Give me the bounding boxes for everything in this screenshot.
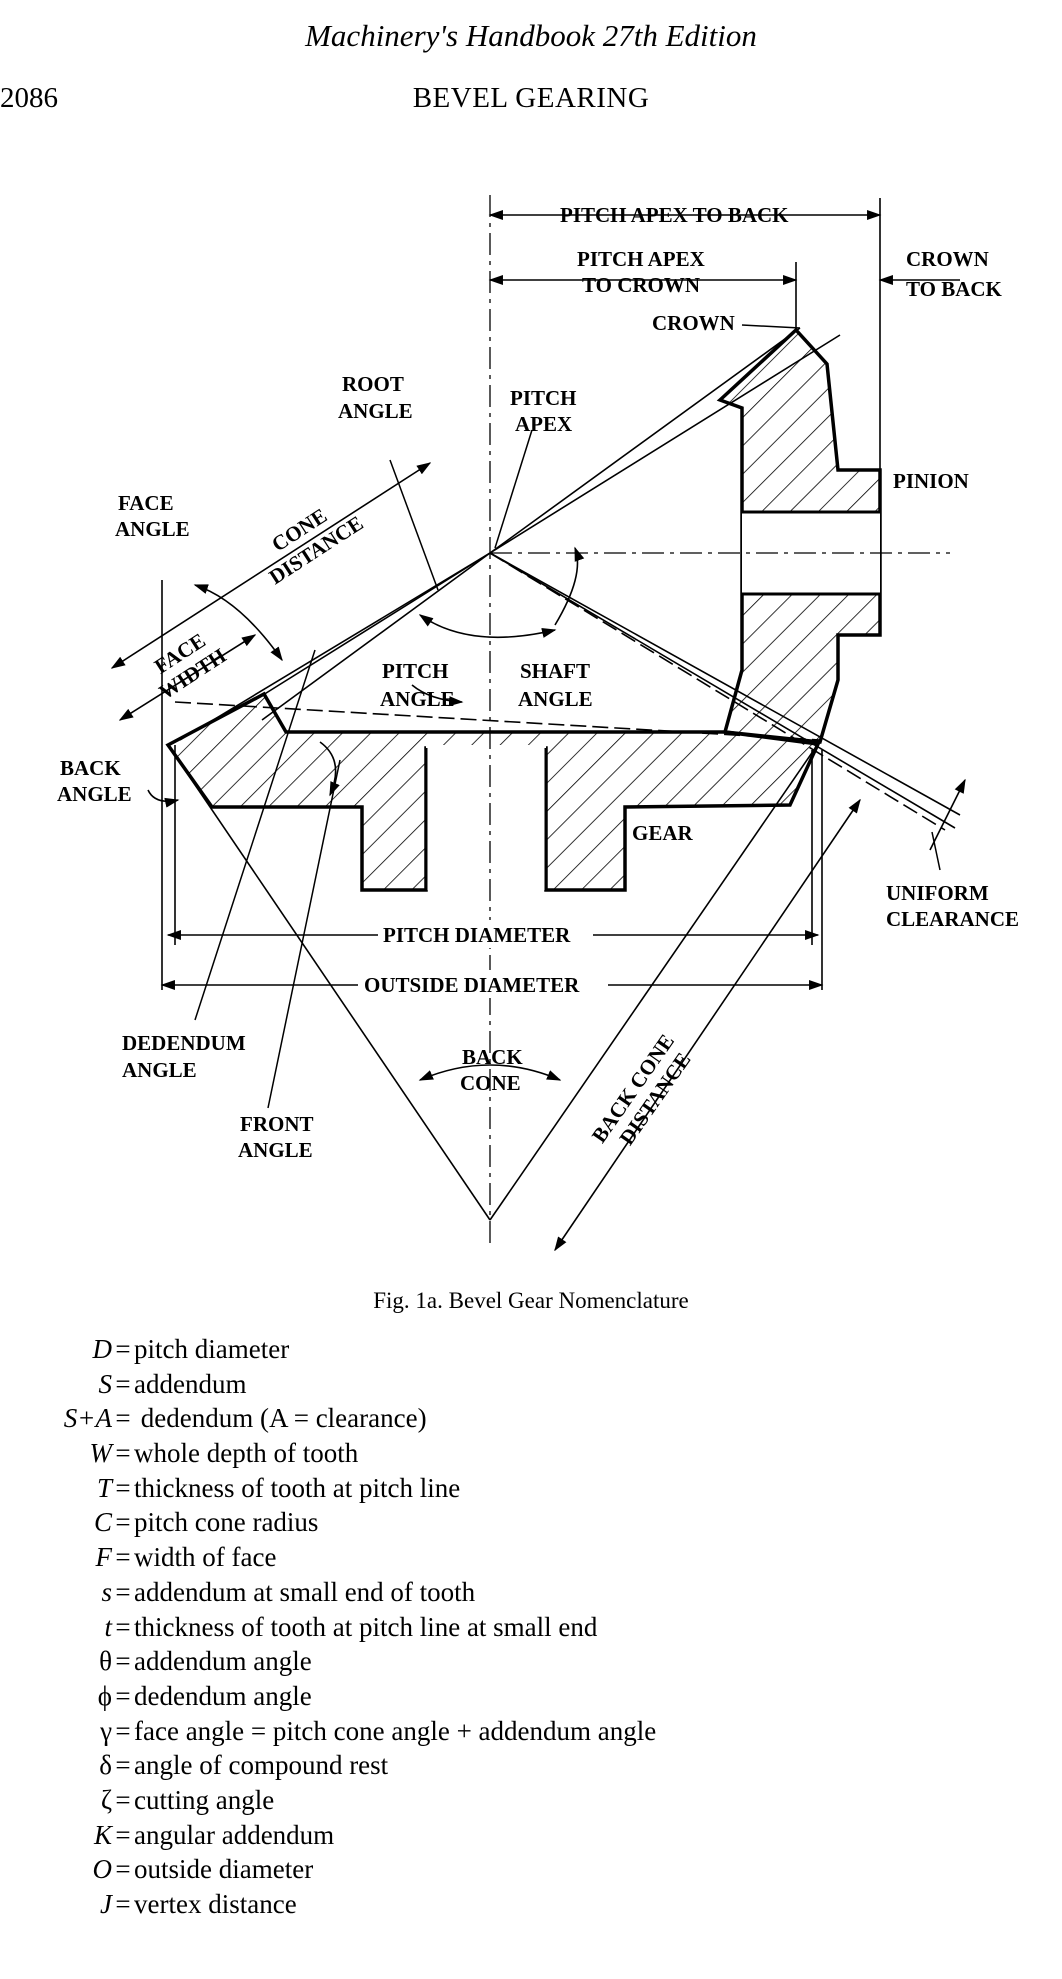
legend-definition: thickness of tooth at pitch line (134, 1472, 461, 1503)
label-front-angle-1: FRONT (240, 1112, 314, 1136)
label-face-angle-2: ANGLE (115, 517, 190, 541)
label-pitch-angle-1: PITCH (382, 659, 449, 683)
page-number: 2086 (0, 82, 58, 114)
label-back-cone-1: BACK (462, 1045, 523, 1069)
label-shaft-angle-2: ANGLE (518, 687, 593, 711)
label-pitch-apex-to-crown-2: TO CROWN (582, 273, 700, 297)
label-crown: CROWN (652, 311, 735, 335)
label-gear: GEAR (632, 821, 694, 845)
legend-symbol: θ (99, 1646, 112, 1677)
label-pitch-apex-to-crown-1: PITCH APEX (577, 247, 705, 271)
legend-symbol: T (96, 1472, 112, 1503)
legend-item: t=thickness of tooth at pitch line at sm… (0, 1610, 1062, 1645)
leader-lines (194, 324, 941, 1109)
legend-definition: vertex distance (134, 1889, 297, 1919)
legend-definition: dedendum angle (134, 1680, 312, 1711)
label-pitch-apex-to-back: PITCH APEX TO BACK (560, 203, 789, 227)
center-lines (489, 195, 950, 1245)
legend-definition: pitch cone radius (134, 1507, 319, 1538)
legend-definition: addendum angle (134, 1646, 312, 1677)
legend-item: K=angular addendum (0, 1818, 1062, 1853)
legend-symbol: O (92, 1854, 113, 1885)
label-uniform-clearance-2: CLEARANCE (886, 907, 1019, 931)
legend-symbol: ϕ (97, 1680, 112, 1711)
legend-symbol: δ (99, 1750, 112, 1781)
legend-item: J=vertex distance (0, 1887, 1062, 1922)
label-root-angle-1: ROOT (342, 372, 404, 396)
label-uniform-clearance-1: UNIFORM (886, 881, 989, 905)
label-pinion: PINION (893, 469, 969, 493)
figure-caption: Fig. 1a. Bevel Gear Nomenclature (373, 1288, 689, 1313)
legend-definition: angular addendum (134, 1819, 335, 1850)
legend-definition: dedendum (A = clearance) (134, 1403, 427, 1434)
legend-item: F=width of face (0, 1540, 1062, 1575)
symbol-legend: D=pitch diameter S=addendum S+A= dedendu… (0, 1332, 1062, 1922)
bevel-gear-nomenclature-figure: PITCH APEX TO BACK PITCH APEX TO CROWN C… (57, 195, 1019, 1252)
label-back-angle-1: BACK (60, 756, 121, 780)
legend-item: W=whole depth of tooth (0, 1436, 1062, 1471)
label-pitch-apex-2: APEX (515, 412, 572, 436)
label-face-angle-1: FACE (118, 491, 174, 515)
label-crown-to-back-1: CROWN (906, 247, 989, 271)
legend-symbol: γ (100, 1715, 112, 1746)
legend-symbol: C (93, 1507, 112, 1538)
legend-symbol: S (98, 1368, 113, 1399)
legend-item: S+A= dedendum (A = clearance) (0, 1401, 1062, 1436)
legend-symbol: W (89, 1438, 113, 1469)
legend-symbol: K (93, 1819, 112, 1850)
legend-item: γ=face angle = pitch cone angle + addend… (0, 1714, 1062, 1749)
angle-arcs (147, 546, 585, 1081)
legend-item: s=addendum at small end of tooth (0, 1575, 1062, 1610)
legend-symbol: J (100, 1889, 112, 1919)
legend-item: O=outside diameter (0, 1852, 1062, 1887)
legend-definition: angle of compound rest (134, 1750, 389, 1781)
label-dedendum-angle-1: DEDENDUM (122, 1031, 246, 1055)
legend-item: C=pitch cone radius (0, 1505, 1062, 1540)
label-pitch-angle-2: ANGLE (380, 687, 455, 711)
legend-item: ζ=cutting angle (0, 1783, 1062, 1818)
legend-item: θ=addendum angle (0, 1644, 1062, 1679)
label-pitch-diameter: PITCH DIAMETER (383, 923, 571, 947)
legend-definition: pitch diameter (134, 1334, 290, 1364)
legend-definition: whole depth of tooth (134, 1438, 359, 1469)
label-dedendum-angle-2: ANGLE (122, 1058, 197, 1082)
legend-definition: cutting angle (134, 1784, 275, 1815)
legend-symbol: s (101, 1576, 112, 1607)
running-head: Machinery's Handbook 27th Edition (305, 18, 757, 53)
legend-item: T=thickness of tooth at pitch line (0, 1471, 1062, 1506)
figure-labels: PITCH APEX TO BACK PITCH APEX TO CROWN C… (57, 203, 1019, 1162)
legend-symbol: D (92, 1334, 113, 1364)
legend-definition: addendum (134, 1368, 247, 1399)
legend-symbol: ζ (100, 1784, 112, 1815)
legend-definition: width of face (134, 1542, 277, 1573)
legend-symbol: S+A (63, 1403, 112, 1434)
legend-symbol: F (95, 1542, 113, 1573)
legend-definition: outside diameter (134, 1854, 314, 1885)
label-back-cone-2: CONE (460, 1071, 521, 1095)
label-pitch-apex-1: PITCH (510, 386, 577, 410)
label-back-angle-2: ANGLE (57, 782, 132, 806)
legend-item: D=pitch diameter (0, 1332, 1062, 1367)
legend-definition: thickness of tooth at pitch line at smal… (134, 1611, 598, 1642)
label-crown-to-back-2: TO BACK (906, 277, 1003, 301)
legend-definition: addendum at small end of tooth (134, 1576, 476, 1607)
label-outside-diameter: OUTSIDE DIAMETER (364, 973, 580, 997)
label-root-angle-2: ANGLE (338, 399, 413, 423)
legend-definition: face angle = pitch cone angle + addendum… (134, 1715, 657, 1746)
section-title: BEVEL GEARING (412, 82, 650, 114)
legend-symbol: t (104, 1611, 112, 1642)
legend-item: S=addendum (0, 1367, 1062, 1402)
label-front-angle-2: ANGLE (238, 1138, 313, 1162)
legend-item: δ=angle of compound rest (0, 1748, 1062, 1783)
pinion-body (716, 327, 882, 744)
legend-item: ϕ=dedendum angle (0, 1679, 1062, 1714)
gear-body (165, 691, 821, 892)
label-shaft-angle-1: SHAFT (520, 659, 590, 683)
